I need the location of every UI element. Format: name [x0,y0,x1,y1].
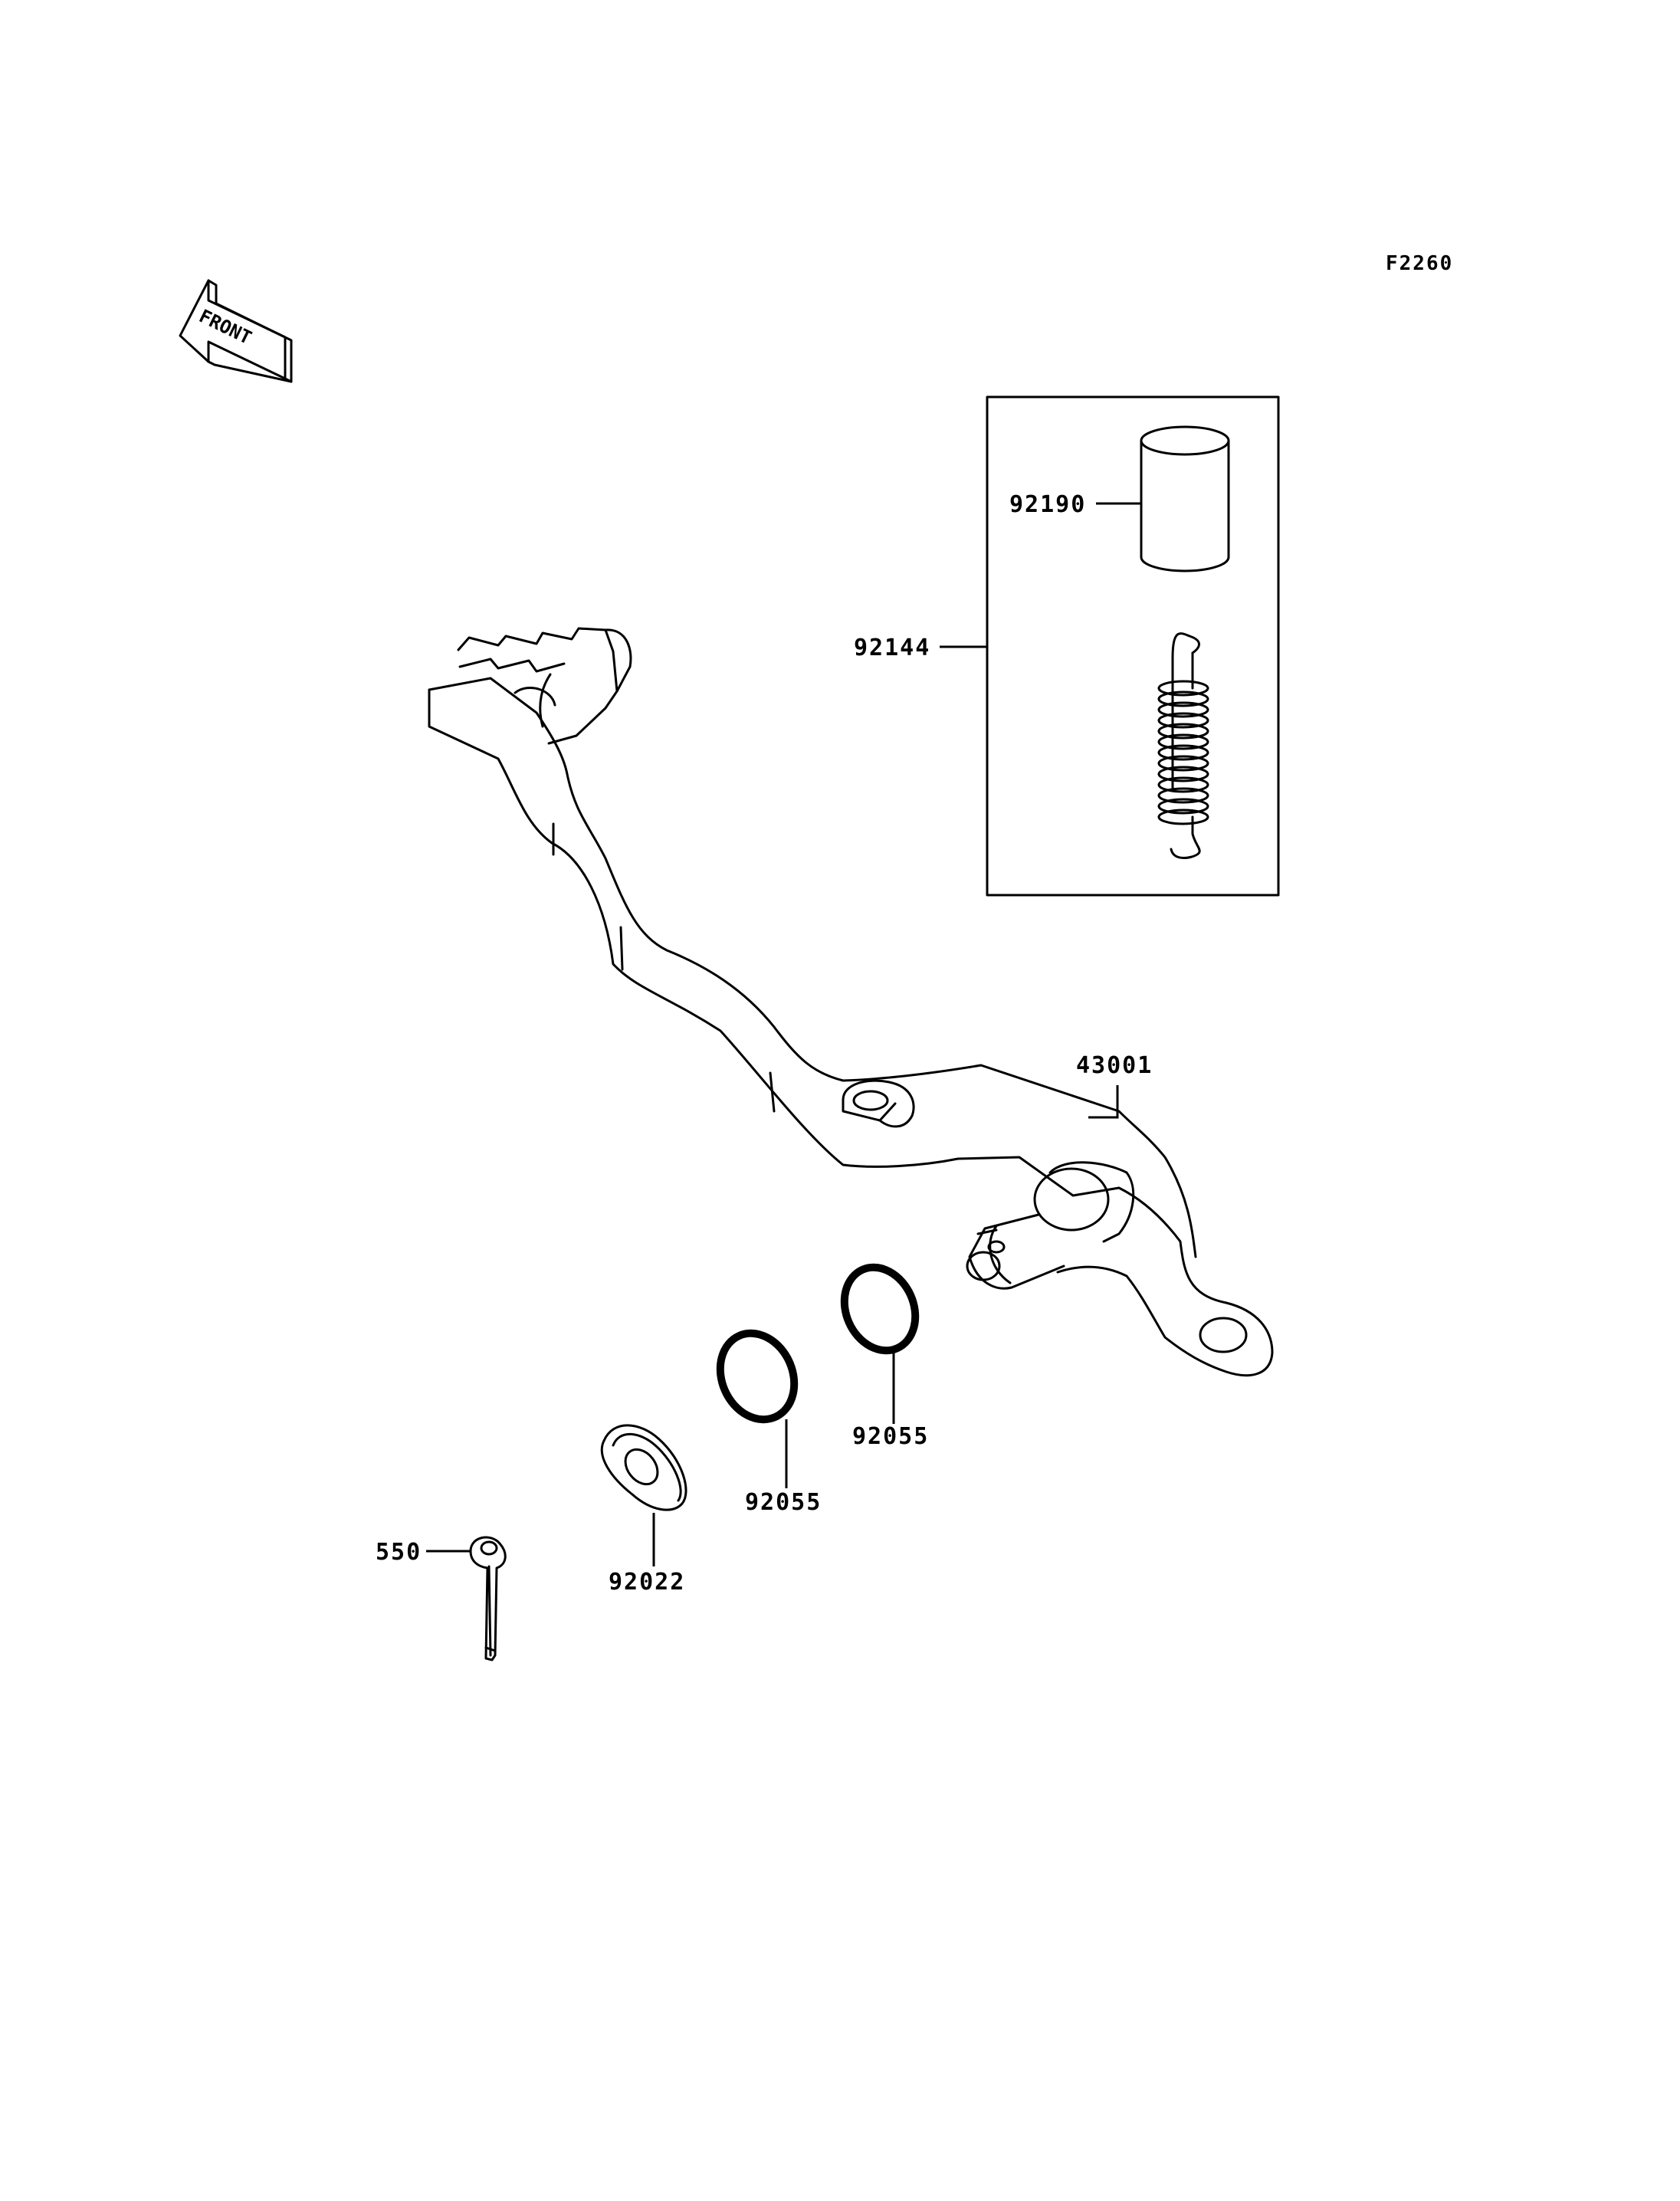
label-92190: 92190 [1009,491,1086,518]
washer-part [600,1424,687,1511]
oring-upper-part [840,1263,920,1355]
label-550: 550 [376,1539,422,1566]
cotter-pin-part [469,1536,507,1661]
label-92022: 92022 [609,1569,685,1596]
collar-part [1140,425,1230,572]
brake-pedal-part [428,627,1274,1377]
leader-43001 [1088,1085,1119,1119]
front-arrow-icon: FRONT [179,279,293,383]
label-92144: 92144 [854,635,930,661]
label-92055-lower: 92055 [745,1489,822,1516]
diagram-code: F2260 [1386,252,1453,275]
label-43001: 43001 [1076,1052,1153,1079]
kit-box-92144 [986,395,1280,897]
label-92055-upper: 92055 [852,1423,929,1450]
spring-part [1157,632,1209,860]
front-label: FRONT [195,305,254,349]
oring-lower-part [716,1329,799,1424]
